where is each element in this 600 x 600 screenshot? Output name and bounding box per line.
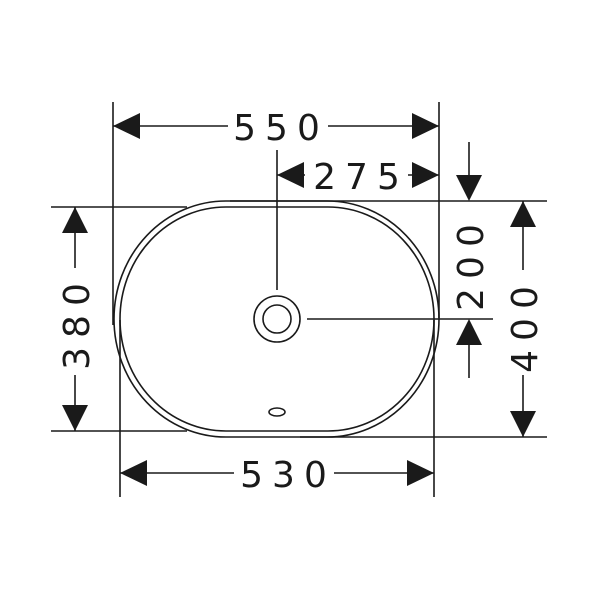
dimension-label-550: 550 bbox=[233, 108, 329, 149]
dimension-530: 530 bbox=[120, 455, 434, 496]
dimension-550: 550 bbox=[113, 108, 439, 149]
drain bbox=[253, 295, 301, 343]
dimension-label-380: 380 bbox=[57, 274, 98, 370]
dimension-label-275: 275 bbox=[313, 157, 409, 198]
dimension-275: 275 bbox=[277, 157, 439, 198]
overflow-hole bbox=[268, 407, 286, 417]
dimension-200: 200 bbox=[451, 142, 492, 378]
dimension-400: 400 bbox=[505, 201, 546, 437]
dimension-label-530: 530 bbox=[240, 455, 336, 496]
extension-lines bbox=[51, 102, 547, 497]
dimension-label-400: 400 bbox=[505, 277, 546, 373]
dimension-380: 380 bbox=[57, 207, 98, 431]
dimension-label-200: 200 bbox=[451, 215, 492, 311]
